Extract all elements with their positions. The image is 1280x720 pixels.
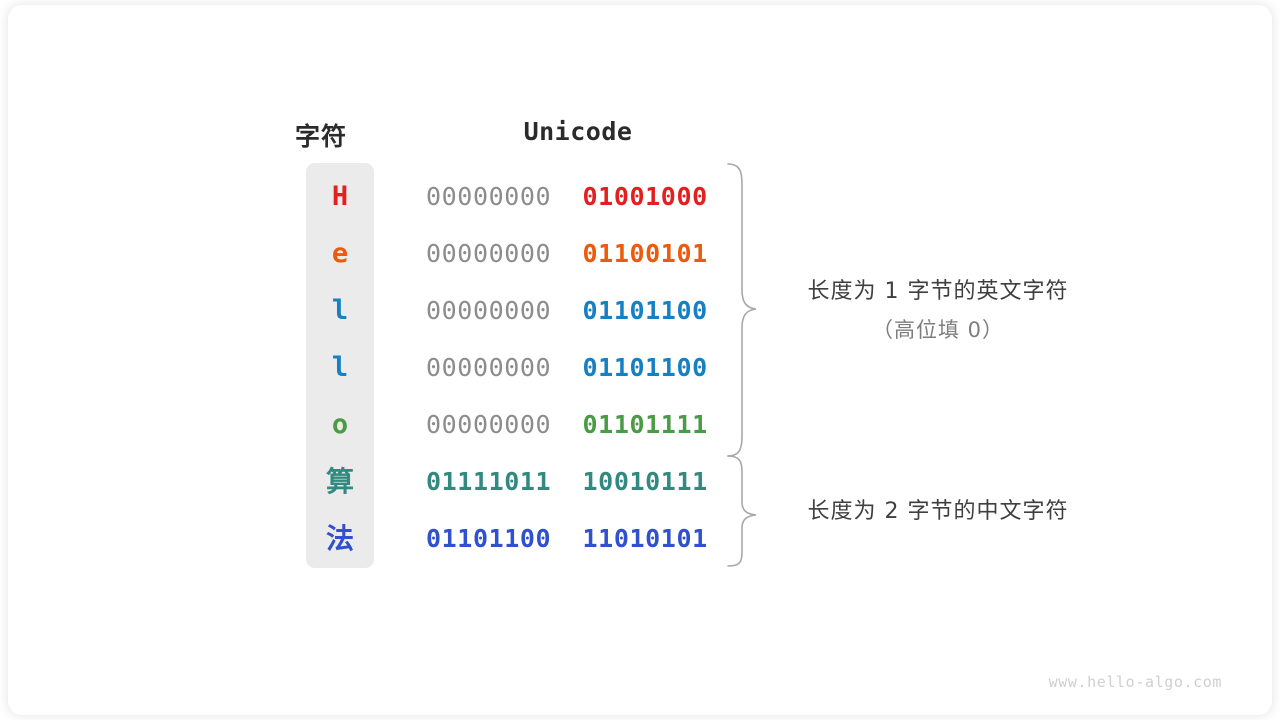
row-character: e	[331, 238, 349, 269]
row-binary-code: 00000000 01100101	[426, 225, 708, 282]
table-row: l 00000000 01101100	[8, 282, 1272, 339]
row-low-byte: 10010111	[582, 467, 708, 496]
row-high-byte: 00000000	[426, 410, 552, 439]
annotation-single-byte-line2: （高位填 0）	[871, 318, 1005, 342]
table-row: o 00000000 01101111	[8, 396, 1272, 453]
byte-separator	[551, 182, 582, 211]
row-binary-code: 00000000 01001000	[426, 168, 708, 225]
annotation-double-byte-line1: 长度为 2 字节的中文字符	[807, 499, 1069, 524]
row-binary-code: 01111011 10010111	[426, 453, 708, 510]
row-high-byte: 00000000	[426, 239, 552, 268]
row-character: l	[331, 352, 349, 383]
table-row: l 00000000 01101100	[8, 339, 1272, 396]
row-high-byte: 01101100	[426, 524, 552, 553]
row-binary-code: 00000000 01101100	[426, 282, 708, 339]
character-column-background	[306, 163, 374, 568]
row-low-byte: 01001000	[582, 182, 708, 211]
row-low-byte: 01101100	[582, 353, 708, 382]
byte-separator	[551, 353, 582, 382]
row-low-byte: 01101100	[582, 296, 708, 325]
diagram-card: 字符 Unicode H 00000000 01001000 e 00000000 0…	[8, 5, 1272, 715]
column-header-character: 字符	[294, 122, 347, 151]
watermark: www.hello-algo.com	[1048, 673, 1222, 691]
table-row: 算 01111011 10010111	[8, 453, 1272, 510]
column-header-unicode: Unicode	[523, 117, 633, 146]
byte-separator	[551, 467, 582, 496]
table-row: H 00000000 01001000	[8, 168, 1272, 225]
unicode-encoding-diagram: 字符 Unicode H 00000000 01001000 e 00000000 0…	[8, 5, 1272, 715]
byte-separator	[551, 524, 582, 553]
row-high-byte: 01111011	[426, 467, 552, 496]
row-high-byte: 00000000	[426, 182, 552, 211]
row-character: o	[331, 409, 349, 440]
row-binary-code: 00000000 01101111	[426, 396, 708, 453]
annotation-single-byte: 长度为 1 字节的英文字符 （高位填 0）	[778, 273, 1098, 344]
row-character: 算	[325, 465, 354, 498]
row-high-byte: 00000000	[426, 353, 552, 382]
row-binary-code: 01101100 11010101	[426, 510, 708, 567]
row-low-byte: 01101111	[582, 410, 708, 439]
byte-separator	[551, 410, 582, 439]
annotation-double-byte: 长度为 2 字节的中文字符	[778, 493, 1098, 525]
row-character: l	[331, 295, 349, 326]
table-row: e 00000000 01100101	[8, 225, 1272, 282]
annotation-single-byte-line1: 长度为 1 字节的英文字符	[807, 279, 1069, 304]
row-high-byte: 00000000	[426, 296, 552, 325]
byte-separator	[551, 296, 582, 325]
byte-separator	[551, 239, 582, 268]
table-row: 法 01101100 11010101	[8, 510, 1272, 567]
row-character: H	[331, 181, 349, 212]
row-character: 法	[325, 522, 354, 555]
row-binary-code: 00000000 01101100	[426, 339, 708, 396]
row-low-byte: 01100101	[582, 239, 708, 268]
row-low-byte: 11010101	[582, 524, 708, 553]
